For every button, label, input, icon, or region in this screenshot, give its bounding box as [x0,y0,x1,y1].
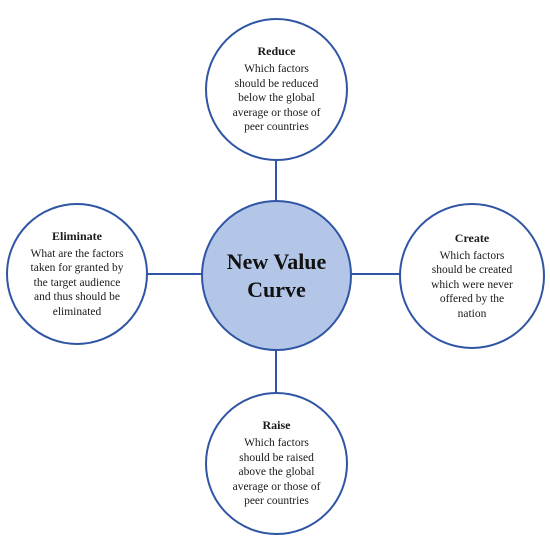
reduce-description: Which factors should be reduced below th… [233,62,321,135]
create-title: Create [454,230,490,245]
reduce-circle: Reduce Which factors should be reduced b… [205,18,348,161]
raise-title: Raise [262,418,291,433]
reduce-line: peer countries [244,121,309,134]
raise-line: above the global [238,466,315,479]
raise-description: Which factors should be raised above the… [233,436,321,509]
create-line: Which factors [439,249,505,262]
eliminate-circle: Eliminate What are the factors taken for… [6,203,148,345]
reduce-title: Reduce [257,44,296,59]
eliminate-line: What are the factors [30,247,124,260]
eliminate-title: Eliminate [52,228,102,243]
center-title-line2: Curve [247,276,306,302]
raise-line: average or those of [232,480,321,493]
reduce-line: should be reduced [234,77,319,90]
reduce-line: average or those of [232,106,321,119]
raise-circle: Raise Which factors should be raised abo… [205,392,348,535]
create-line: offered by the [439,293,505,306]
create-line: nation [457,307,487,320]
center-title-line1: New Value [226,248,327,274]
eliminate-line: taken for granted by [30,262,124,275]
create-line: which were never [431,278,513,291]
create-circle: Create Which factors should be created w… [399,203,545,349]
eliminate-line: eliminated [52,305,102,318]
reduce-line: below the global [238,92,315,105]
eliminate-line: the target audience [33,276,121,289]
raise-line: Which factors [244,437,309,450]
eliminate-line: and thus should be [34,291,120,304]
eliminate-description: What are the factors taken for granted b… [31,247,124,320]
reduce-line: Which factors [244,63,309,76]
create-description: Which factors should be created which we… [431,249,513,322]
raise-line: peer countries [244,495,309,508]
new-value-curve-circle: New Value Curve [201,200,352,351]
raise-line: should be raised [239,451,314,464]
create-line: should be created [431,264,513,277]
